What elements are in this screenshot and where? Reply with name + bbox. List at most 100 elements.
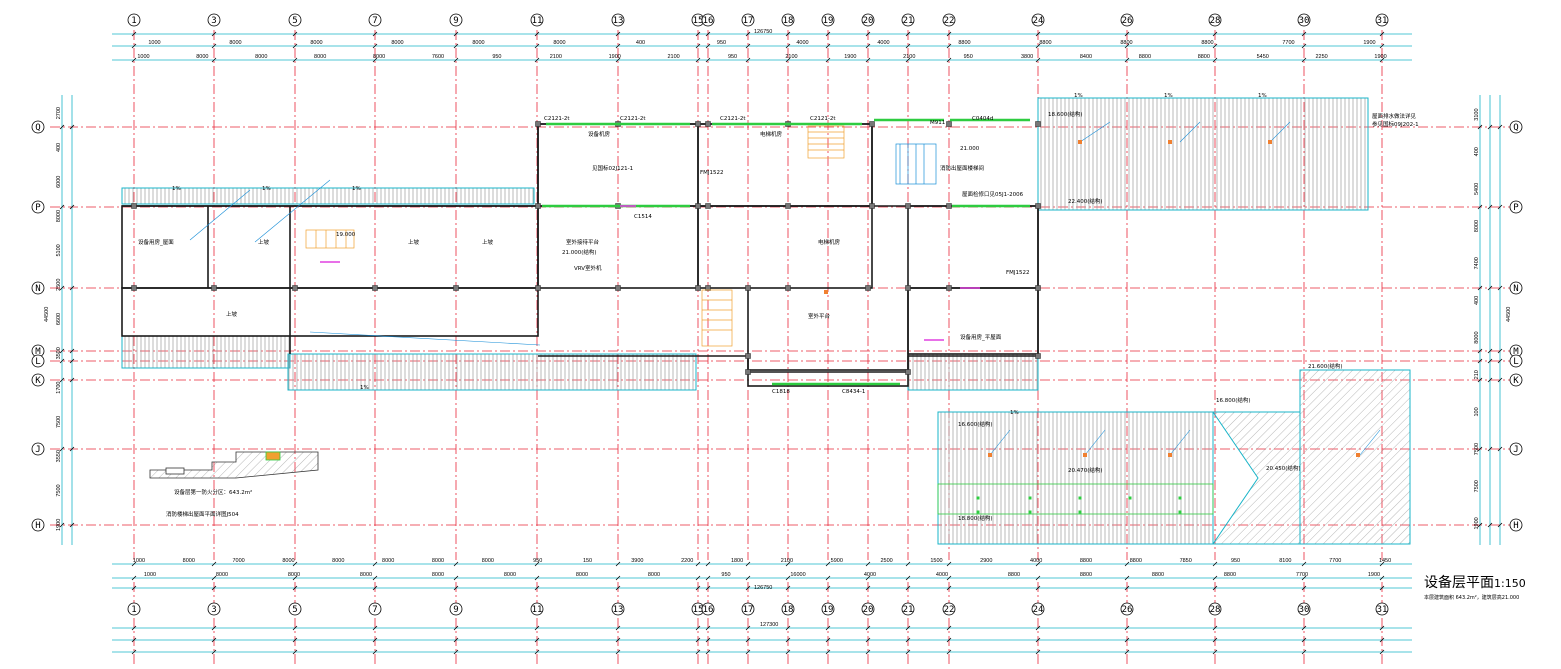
dimension-value: 8000	[432, 558, 444, 564]
column-axis-label: 3	[211, 16, 216, 26]
column-axis-label: 11	[532, 16, 543, 26]
label-equip-room-3: 电梯机房	[818, 238, 841, 246]
column-axis-bubble	[861, 13, 875, 27]
dimension-value: 950	[1231, 558, 1240, 564]
dimension-value: 400	[56, 143, 62, 152]
dimension-value: 2100	[668, 54, 680, 60]
column-axis-bubble	[1031, 602, 1045, 616]
label-vrv: VRV室外机	[574, 264, 602, 272]
dimension-value: 1900	[1374, 54, 1386, 60]
column-axis-label: 28	[1210, 16, 1221, 26]
dim-left-side: 2700400600080005100250066003500170075003…	[56, 107, 62, 531]
dim-right-total: 44500	[1506, 307, 1512, 322]
dimension-value: 5400	[1474, 183, 1480, 195]
dimension-value: 2900	[980, 558, 992, 564]
column-axis-label: 3	[211, 605, 216, 615]
label-ref-1: 屋面检修口见05J1-2006	[962, 190, 1024, 198]
label-door-m911: M911	[930, 120, 945, 126]
drawing-scale: 1:150	[1494, 577, 1526, 590]
dimension-value: 1500	[930, 558, 942, 564]
dimension-value: 7600	[432, 54, 444, 60]
label-up-2: 上坡	[408, 238, 420, 246]
dimension-value: 7500	[1474, 443, 1480, 455]
label-ref-4: 见国标02J121-1	[592, 164, 633, 172]
column-axis-bubble	[368, 13, 382, 27]
label-level-20470: 20.470(结构)	[1068, 466, 1103, 474]
column-axis-bubble	[1120, 602, 1134, 616]
label-platform-2: 21.000(结构)	[562, 248, 597, 256]
column-axis-bubble	[901, 602, 915, 616]
dimension-value: 4000	[936, 572, 948, 578]
dimension-value: 7700	[1282, 40, 1294, 46]
dimension-value: 4000	[1030, 558, 1042, 564]
column-axis-label: 30	[1299, 16, 1310, 26]
column-axis-label: 1	[131, 605, 136, 615]
label-keyplan-caption: 设备层第一防火分区：643.2m²	[174, 488, 252, 496]
dimension-value: 1900	[1368, 572, 1380, 578]
dimension-value: 950	[717, 40, 726, 46]
dimension-value: 7400	[1474, 257, 1480, 269]
keyplan	[149, 451, 319, 479]
dimension-value: 5900	[831, 558, 843, 564]
column-axis-bubble	[781, 13, 795, 27]
column-axis-bubble	[1297, 13, 1311, 27]
dimension-value: 8000	[360, 572, 372, 578]
dimension-value: 3500	[56, 347, 62, 359]
dimension-value: 7700	[1329, 558, 1341, 564]
column-axis-bubble	[288, 602, 302, 616]
dim-bottom-total-2: 127300	[760, 622, 778, 628]
label-level-18800: 18.800(结构)	[958, 514, 993, 522]
row-axis-bubble	[31, 200, 45, 214]
column-axis-bubble	[901, 13, 915, 27]
dimension-value: 2500	[56, 279, 62, 291]
row-axis-bubble	[31, 354, 45, 368]
column-axis-label: 9	[453, 16, 458, 26]
dimension-value: 2100	[785, 54, 797, 60]
column-axis-label: 20	[863, 605, 874, 615]
label-fire-door-2: FMJ1522	[1006, 270, 1030, 276]
dimension-value: 1900	[1363, 40, 1375, 46]
dimension-value: 7850	[1180, 558, 1192, 564]
dimension-value: 950	[721, 572, 730, 578]
dimension-value: 8800	[1080, 572, 1092, 578]
row-axis-label: K	[35, 376, 41, 386]
dimension-value: 5100	[56, 244, 62, 256]
dimension-value: 8000	[310, 40, 322, 46]
label-level-20450: 20.450(结构)	[1266, 464, 1301, 472]
dimension-value: 8800	[1198, 54, 1210, 60]
row-axis-label: J	[35, 445, 40, 455]
stairs	[305, 125, 845, 347]
row-axis-bubble	[31, 442, 45, 456]
column-axis-label: 19	[823, 16, 834, 26]
label-slope-6: 1%	[1258, 93, 1267, 99]
dimension-value: 8000	[216, 572, 228, 578]
column-axis-label: 11	[532, 605, 543, 615]
label-level-16800: 16.800(结构)	[1216, 396, 1251, 404]
dimension-value: 4000	[864, 572, 876, 578]
dimension-value: 7500	[56, 484, 62, 496]
dimension-value: 2700	[56, 107, 62, 119]
row-axis-bubble	[31, 281, 45, 295]
doors	[320, 205, 980, 341]
dimension-value: 1700	[56, 381, 62, 393]
label-slope-2: 1%	[262, 186, 271, 192]
row-axis-bubble	[1509, 442, 1523, 456]
label-platform-1: 室外接待平台	[566, 238, 600, 246]
label-level-21600: 21.600(结构)	[1308, 362, 1343, 370]
dimension-value: 6000	[56, 176, 62, 188]
dimension-value: 5450	[1257, 54, 1269, 60]
column-axis-bubble	[1375, 602, 1389, 616]
dimension-value: 8800	[1039, 40, 1051, 46]
label-window-4: C2121-2t	[810, 116, 836, 122]
dimension-value: 1000	[137, 54, 149, 60]
dimension-value: 8000	[482, 558, 494, 564]
column-axis-bubble	[207, 602, 221, 616]
label-slope-7: 1%	[360, 385, 369, 391]
column-axis-bubble	[288, 13, 302, 27]
column-axis-bubble	[127, 13, 141, 27]
label-level-19000: 19.000	[336, 232, 356, 238]
dimension-value: 8800	[1139, 54, 1151, 60]
column-axis-label: 5	[292, 16, 297, 26]
